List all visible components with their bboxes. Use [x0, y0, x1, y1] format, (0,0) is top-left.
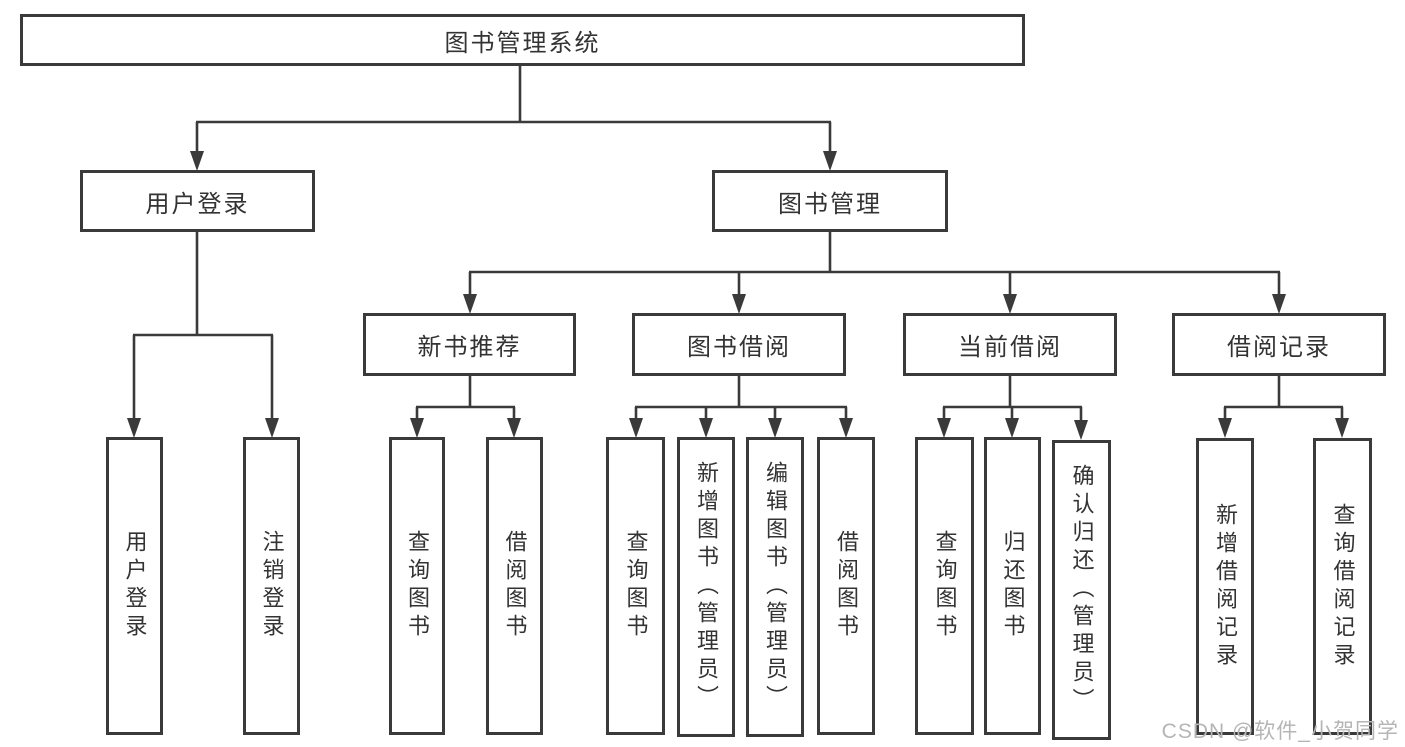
leaf-add-borrow-record: 新增借阅记录	[1196, 438, 1254, 735]
node-current-borrow-label: 当前借阅	[958, 334, 1062, 361]
node-root-label: 图书管理系统	[444, 29, 601, 57]
leaf-confirm-return-admin: 确认归还（管理员）	[1052, 440, 1111, 740]
leaf-borrow-books: 借阅图书	[817, 437, 875, 735]
leaf-user-login-label: 用户登录	[122, 530, 148, 642]
leaf-borrow-books-label: 借阅图书	[834, 530, 859, 642]
node-new-book-recommend: 新书推荐	[363, 313, 576, 376]
leaf-borrow-query-books: 查询图书	[606, 437, 665, 735]
node-borrow-records-label: 借阅记录	[1227, 334, 1331, 361]
leaf-logout: 注销登录	[243, 437, 300, 735]
node-user-login-label: 用户登录	[145, 190, 250, 218]
leaf-current-query-books: 查询图书	[915, 437, 974, 735]
leaf-edit-books-admin-label: 编辑图书（管理员）	[763, 461, 788, 713]
node-current-borrow: 当前借阅	[903, 313, 1117, 376]
leaf-query-borrow-record: 查询借阅记录	[1313, 438, 1372, 735]
leaf-user-login: 用户登录	[106, 437, 163, 735]
node-root-system: 图书管理系统	[20, 14, 1025, 66]
leaf-recommend-borrow-books: 借阅图书	[486, 437, 543, 735]
node-new-book-recommend-label: 新书推荐	[417, 334, 522, 361]
leaf-confirm-return-admin-label: 确认归还（管理员）	[1069, 464, 1095, 716]
leaf-return-books: 归还图书	[984, 437, 1041, 735]
node-book-borrow-label: 图书借阅	[687, 334, 791, 361]
leaf-edit-books-admin: 编辑图书（管理员）	[746, 437, 804, 737]
node-book-management: 图书管理	[712, 170, 948, 232]
node-user-login: 用户登录	[80, 170, 315, 232]
leaf-recommend-query-books: 查询图书	[389, 437, 445, 735]
leaf-add-books-admin: 新增图书（管理员）	[677, 437, 735, 737]
leaf-add-borrow-record-label: 新增借阅记录	[1213, 502, 1238, 671]
csdn-watermark: CSDN @软件_小贺同学	[1161, 720, 1399, 743]
leaf-borrow-query-books-label: 查询图书	[623, 530, 649, 642]
leaf-recommend-borrow-books-label: 借阅图书	[502, 530, 528, 642]
leaf-query-borrow-record-label: 查询借阅记录	[1330, 502, 1356, 671]
leaf-return-books-label: 归还图书	[1000, 530, 1026, 642]
leaf-add-books-admin-label: 新增图书（管理员）	[694, 461, 719, 713]
leaf-recommend-query-books-label: 查询图书	[405, 530, 430, 642]
leaf-logout-label: 注销登录	[259, 530, 285, 642]
node-book-management-label: 图书管理	[778, 190, 882, 218]
leaf-current-query-books-label: 查询图书	[932, 530, 958, 642]
node-borrow-records: 借阅记录	[1172, 313, 1386, 376]
node-book-borrow: 图书借阅	[632, 313, 846, 376]
